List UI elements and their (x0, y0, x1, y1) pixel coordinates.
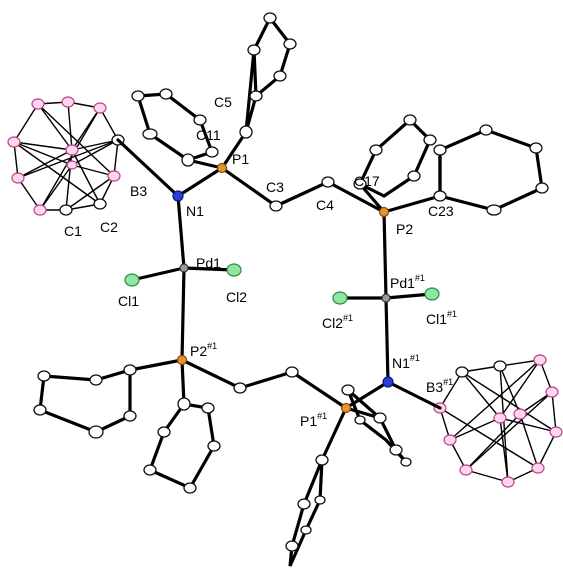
nitrogen-atom (172, 190, 184, 202)
skeleton-bonds (116, 130, 442, 462)
phosphorus-atom (378, 206, 390, 218)
label-n1: N1 (186, 203, 204, 219)
label-p2-symmetry: P2#1 (190, 341, 217, 359)
phosphorus-atom (176, 354, 188, 366)
label-c17: C17 (354, 173, 380, 189)
palladium-atom (179, 263, 189, 273)
carbon-atoms (33, 12, 549, 552)
carborane-cage-left (7, 96, 125, 216)
label-cl2-symmetry: Cl2#1 (322, 313, 353, 331)
label-c1: C1 (64, 223, 82, 239)
phosphorus-atom (216, 162, 228, 174)
label-b3-symmetry: B3#1 (426, 377, 453, 395)
phenyl-rings (38, 15, 544, 567)
chlorine-atom (226, 263, 242, 277)
label-n1-symmetry: N1#1 (392, 353, 420, 371)
palladium-atom (381, 293, 391, 303)
label-c3: C3 (266, 179, 284, 195)
heteroatoms (124, 162, 440, 414)
chlorine-atom (124, 273, 140, 287)
label-c11: C11 (196, 127, 221, 143)
label-cl1: Cl1 (118, 293, 139, 309)
atom-labels: C5 C11 P1 B3 N1 C1 C2 C3 C4 C17 P2 C23 P… (64, 94, 457, 429)
chlorine-atom (332, 291, 348, 305)
label-p1: P1 (232, 151, 249, 167)
label-c4: C4 (316, 197, 334, 213)
phosphorus-atom (340, 402, 352, 414)
chlorine-atom (424, 287, 440, 301)
label-pd1: Pd1 (196, 255, 221, 271)
label-c5: C5 (214, 94, 232, 110)
label-c2: C2 (100, 219, 118, 235)
label-b3: B3 (130, 183, 147, 199)
label-c23: C23 (428, 203, 454, 219)
label-p1-symmetry: P1#1 (300, 411, 327, 429)
label-p2: P2 (396, 221, 413, 237)
label-cl1-symmetry: Cl1#1 (426, 309, 457, 327)
nitrogen-atom (382, 376, 394, 388)
label-cl2: Cl2 (226, 289, 247, 305)
carborane-cage-right (433, 354, 563, 488)
label-pd1-symmetry: Pd1#1 (390, 273, 425, 291)
